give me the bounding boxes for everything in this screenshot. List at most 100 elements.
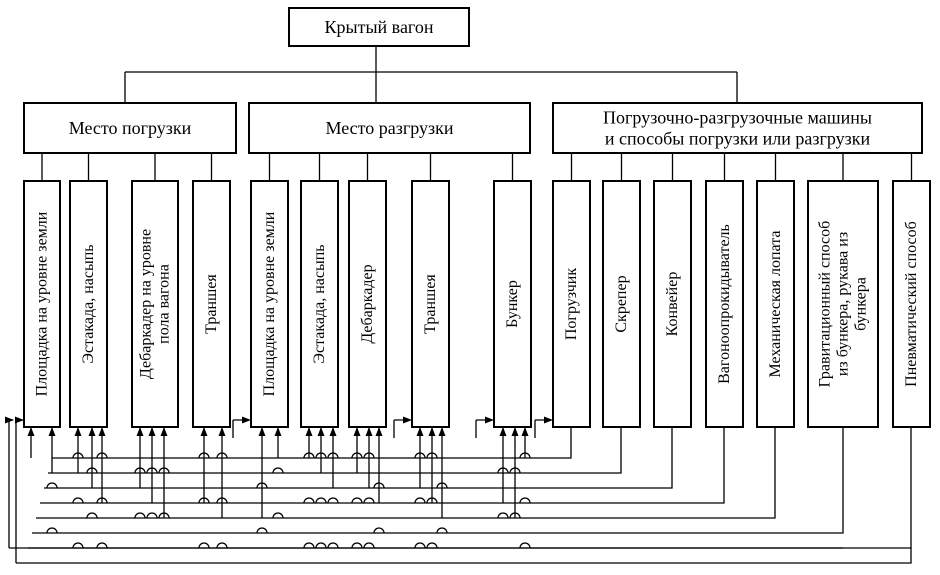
item-label: Площадка на уровне земли [34, 211, 51, 396]
item-label: Дебаркадер [359, 264, 376, 343]
line-bridge [519, 497, 531, 504]
line-bridge [46, 527, 58, 534]
item-box [23, 180, 61, 428]
item-box-group: Пневматический способ [892, 180, 931, 428]
line-bridge [96, 542, 108, 549]
line-bridge [497, 512, 509, 519]
arrow-head [544, 416, 553, 424]
line-bridge [216, 497, 228, 504]
item-label: Скрепер [613, 275, 630, 332]
item-box-group: Бункер [493, 180, 532, 428]
line-bridge [158, 467, 170, 474]
line-bridge [519, 542, 531, 549]
item-box [250, 180, 289, 428]
line-bridge [327, 497, 339, 504]
category-label: Место погрузки [69, 118, 192, 138]
machine-output-line [48, 427, 622, 474]
arrow-head [5, 416, 14, 424]
item-box [705, 180, 744, 428]
line-bridge [436, 527, 448, 534]
arrow-head [403, 416, 412, 424]
item-box-group: Вагоноопрокидыватель [705, 180, 744, 428]
line-bridge [315, 452, 327, 459]
arrow-head [329, 427, 337, 436]
line-bridge [519, 452, 531, 459]
item-box-group: Скрепер [602, 180, 641, 428]
item-box-group: Площадка на уровне земли [250, 180, 289, 428]
line-bridge [72, 542, 84, 549]
line-bridge [272, 512, 284, 519]
line-bridge [216, 542, 228, 549]
line-bridge [426, 542, 438, 549]
machine-output-line [44, 427, 673, 489]
line-bridge [96, 452, 108, 459]
item-label: Эстакада, насыпь [311, 244, 328, 363]
arrow-head [148, 427, 156, 436]
item-label: Гравитационный способ [817, 221, 834, 388]
side-entry-line [232, 419, 242, 438]
line-bridge [509, 467, 521, 474]
line-bridge [363, 452, 375, 459]
line-bridge [72, 452, 84, 459]
arrow-head [521, 427, 529, 436]
category-label: Погрузочно-разгрузочные машины [603, 108, 872, 128]
line-bridge [327, 452, 339, 459]
item-label: бункера [853, 277, 870, 331]
arrow-head [428, 427, 436, 436]
line-bridge [303, 497, 315, 504]
item-label: Траншея [203, 274, 220, 334]
line-bridge [303, 452, 315, 459]
arrow-head [438, 427, 446, 436]
line-bridge [256, 482, 268, 489]
line-bridge [414, 542, 426, 549]
connector-lines [41, 46, 913, 181]
item-box-group: Погрузчик [552, 180, 591, 428]
line-bridge [86, 467, 98, 474]
line-bridge [363, 542, 375, 549]
arrow-head [74, 427, 82, 436]
arrow-head [499, 427, 507, 436]
root-label: Крытый вагон [324, 17, 433, 37]
arrow-head [317, 427, 325, 436]
side-entry-line [534, 419, 544, 438]
side-entry-line [475, 419, 485, 438]
item-label: Траншея [422, 274, 439, 334]
item-box-group: Площадка на уровне земли [23, 180, 61, 428]
line-bridge [363, 497, 375, 504]
item-box [192, 180, 231, 428]
item-box-group: Конвейер [653, 180, 692, 428]
arrow-head [375, 427, 383, 436]
line-bridge [272, 467, 284, 474]
item-box-group: Механическая лопата [756, 180, 795, 428]
line-bridge [72, 497, 84, 504]
machine-output-line [52, 427, 572, 459]
machine-output-line [36, 427, 776, 519]
line-bridge [46, 482, 58, 489]
item-label: Конвейер [664, 272, 681, 337]
item-box [552, 180, 591, 428]
line-bridge [373, 482, 385, 489]
line-bridge [351, 542, 363, 549]
item-box [892, 180, 931, 428]
bottom-bus-line [16, 548, 912, 564]
arrow-head [27, 427, 35, 436]
line-bridge [146, 467, 158, 474]
item-box [348, 180, 387, 428]
item-box [653, 180, 692, 428]
line-bridge [86, 512, 98, 519]
line-bridge [216, 452, 228, 459]
arrow-head [485, 416, 494, 424]
category-box [248, 102, 531, 154]
item-label: Бункер [504, 280, 521, 328]
category-nodes: Место погрузки Место разгрузки Погрузочно-… [23, 102, 923, 154]
arrow-head [242, 416, 251, 424]
category-unloading: Место разгрузки [248, 102, 531, 154]
item-label: Погрузчик [563, 268, 580, 341]
line-bridge [351, 497, 363, 504]
arrow-head [218, 427, 226, 436]
line-bridge [426, 497, 438, 504]
item-label: Эстакада, насыпь [80, 244, 97, 363]
